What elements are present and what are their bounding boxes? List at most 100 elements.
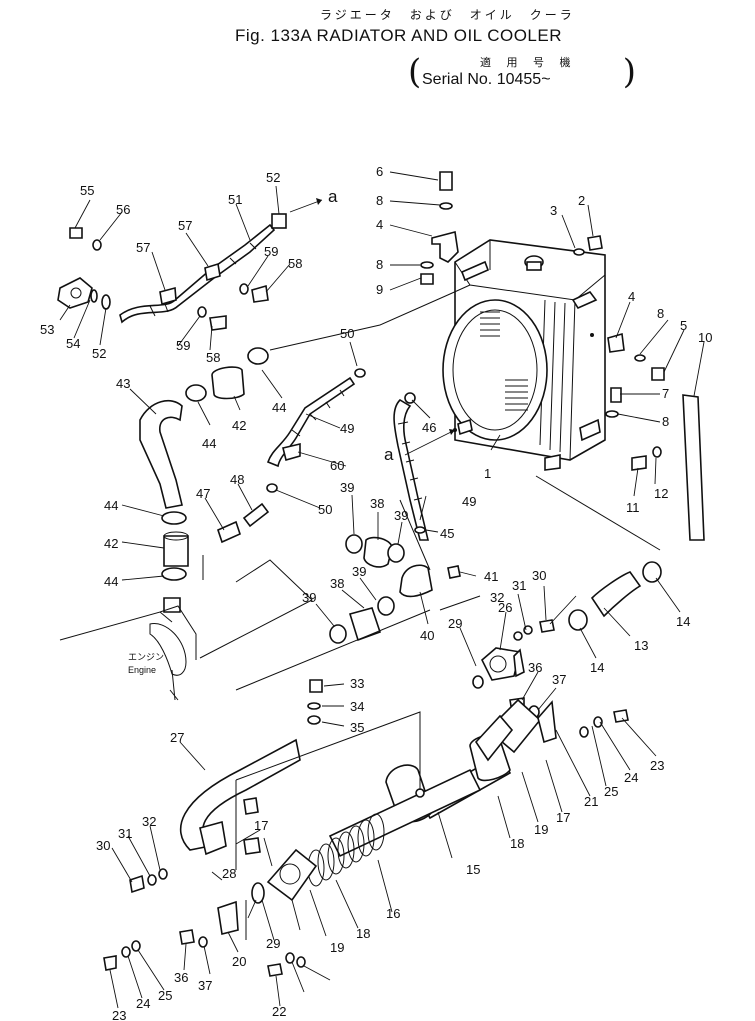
callout-60: 60 [330, 458, 344, 473]
callout-38: 38 [370, 496, 384, 511]
callout-56: 56 [116, 202, 130, 217]
callout-30: 30 [96, 838, 110, 853]
callout-18: 18 [510, 836, 524, 851]
callout-47: 47 [196, 486, 210, 501]
callout-22: 22 [272, 1004, 286, 1019]
callout-21: 21 [584, 794, 598, 809]
callout-29: 29 [266, 936, 280, 951]
callout-26: 26 [498, 600, 512, 615]
callout-41: 41 [484, 569, 498, 584]
callout-numbers: 1 2 3 4 4 5 6 7 8 8 8 8 9 10 11 12 13 14… [40, 164, 712, 1021]
callout-30: 30 [532, 568, 546, 583]
callout-39: 39 [340, 480, 354, 495]
callout-40: 40 [420, 628, 434, 643]
figure-title: Fig. 133A RADIATOR AND OIL COOLER [235, 26, 563, 45]
callout-8: 8 [376, 257, 383, 272]
callout-32: 32 [142, 814, 156, 829]
callout-53: 53 [40, 322, 54, 337]
callout-34: 34 [350, 699, 364, 714]
callout-23: 23 [650, 758, 664, 773]
cooler-flange [307, 619, 555, 725]
callout-6: 6 [376, 164, 383, 179]
callout-3: 3 [550, 203, 557, 218]
oil-cooler-body [179, 698, 557, 935]
serial-number: Serial No. 10455~ [422, 71, 551, 88]
callout-25: 25 [158, 988, 172, 1003]
callout-11: 11 [626, 500, 640, 515]
callout-39: 39 [394, 508, 408, 523]
callout-10: 10 [698, 330, 712, 345]
oil-lines-mid [217, 368, 473, 598]
arrow-label-a-mid: a [384, 445, 394, 464]
callout-27: 27 [170, 730, 184, 745]
callout-16: 16 [386, 906, 400, 921]
arrow-label-a-top: a [328, 187, 338, 206]
callout-19: 19 [330, 940, 344, 955]
callout-31: 31 [512, 578, 526, 593]
callout-8: 8 [376, 193, 383, 208]
callout-17: 17 [556, 810, 570, 825]
callout-44: 44 [202, 436, 216, 451]
callout-51: 51 [228, 192, 242, 207]
callout-14: 14 [676, 614, 690, 629]
callout-44: 44 [104, 498, 118, 513]
callout-13: 13 [634, 638, 648, 653]
phantom-lines [199, 284, 661, 940]
callout-4: 4 [628, 289, 635, 304]
callout-15: 15 [466, 862, 480, 877]
callout-31: 31 [118, 826, 132, 841]
callout-48: 48 [230, 472, 244, 487]
callout-8: 8 [657, 306, 664, 321]
callout-35: 35 [350, 720, 364, 735]
callout-17: 17 [254, 818, 268, 833]
callout-8: 8 [662, 414, 669, 429]
callout-1: 1 [484, 466, 491, 481]
bottom-hardware [103, 709, 629, 977]
callout-37: 37 [552, 672, 566, 687]
hardware-radiator-top [420, 171, 705, 541]
callout-4: 4 [376, 217, 383, 232]
open-paren: ( [408, 52, 422, 92]
callout-59: 59 [264, 244, 278, 259]
callout-44: 44 [272, 400, 286, 415]
callout-9: 9 [376, 282, 383, 297]
oil-cooler-lines-top [57, 213, 287, 613]
callout-57: 57 [178, 218, 192, 233]
callout-52: 52 [266, 170, 280, 185]
callout-50: 50 [318, 502, 332, 517]
callout-24: 24 [136, 996, 150, 1011]
flow-arrows: a a [289, 187, 456, 464]
callout-7: 7 [662, 386, 669, 401]
callout-45: 45 [440, 526, 454, 541]
close-paren: ) [622, 52, 636, 92]
callout-44: 44 [104, 574, 118, 589]
callout-29: 29 [448, 616, 462, 631]
callout-46: 46 [422, 420, 436, 435]
engine-label: Engine [128, 665, 156, 675]
callout-39: 39 [302, 590, 316, 605]
callout-33: 33 [350, 676, 364, 691]
callout-23: 23 [112, 1008, 126, 1021]
engine-label-jp: エンジン [128, 652, 164, 662]
callout-36: 36 [174, 970, 188, 985]
callout-2: 2 [578, 193, 585, 208]
callout-5: 5 [680, 318, 687, 333]
callout-19: 19 [534, 822, 548, 837]
callout-57: 57 [136, 240, 150, 255]
callout-32: 32 [490, 590, 504, 605]
serial-japanese: 適 用 号 機 [480, 56, 577, 69]
callout-54: 54 [66, 336, 80, 351]
callout-58: 58 [206, 350, 220, 365]
callout-24: 24 [624, 770, 638, 785]
callout-49: 49 [340, 421, 354, 436]
callout-25: 25 [604, 784, 618, 799]
callout-39: 39 [352, 564, 366, 579]
leader-lines [59, 171, 705, 1009]
callout-52: 52 [92, 346, 106, 361]
callout-28: 28 [222, 866, 236, 881]
callout-14: 14 [590, 660, 604, 675]
callout-36: 36 [528, 660, 542, 675]
callout-42: 42 [104, 536, 118, 551]
callout-20: 20 [232, 954, 246, 969]
